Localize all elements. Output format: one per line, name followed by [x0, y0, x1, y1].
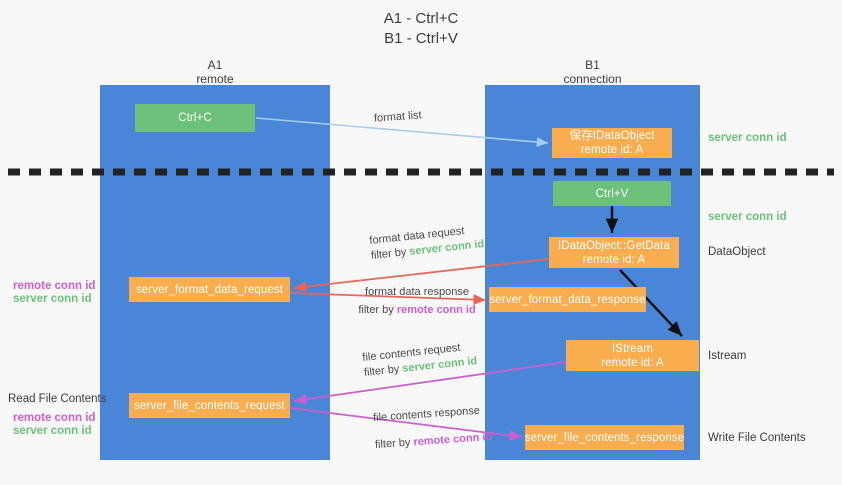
label-write-file-contents: Write File Contents	[708, 432, 806, 444]
arrow-file-contents-request	[293, 361, 567, 405]
label-remote-conn-id-low: remote conn id	[13, 412, 96, 424]
lane-a1-name: A1	[207, 58, 223, 72]
node-istream-line2: remote id: A	[601, 356, 664, 369]
arrow-file-contents-response	[289, 407, 523, 441]
label-server-conn-id-mid: server conn id	[708, 211, 787, 223]
lane-b1-sub: connection	[563, 72, 622, 86]
filter-prefix: filter by	[358, 304, 397, 316]
filter-prefix: filter by	[374, 436, 414, 452]
diagram-title: A1 - Ctrl+C B1 - Ctrl+V	[0, 9, 842, 49]
title-line-1: A1 - Ctrl+C	[383, 10, 459, 27]
label-read-file-contents: Read File Contents	[8, 393, 107, 405]
node-save-idataobject-line1: 保存IDataObject	[569, 130, 655, 142]
node-server-format-data-response-label: server_format_data_response	[489, 293, 646, 306]
node-ctrl-v-label: Ctrl+V	[595, 187, 629, 200]
node-idataobject-getdata[interactable]: IDataObject::GetData remote id: A	[549, 237, 679, 268]
label-istream: Istream	[708, 350, 747, 362]
arrow-format-data-request	[293, 258, 550, 292]
node-server-file-contents-request[interactable]: server_file_contents_request	[129, 393, 290, 418]
node-idataobject-getdata-line2: remote id: A	[582, 253, 646, 266]
label-dataobject: DataObject	[708, 246, 766, 258]
caption-format-data-response-text: format data response	[365, 286, 469, 298]
lane-a1-sub: remote	[196, 72, 234, 86]
node-ctrl-c[interactable]: Ctrl+C	[135, 104, 255, 132]
filter-prefix: filter by	[363, 362, 403, 379]
label-server-conn-id-left-mid: server conn id	[13, 293, 92, 305]
node-ctrl-v[interactable]: Ctrl+V	[553, 181, 671, 206]
node-server-format-data-response[interactable]: server_format_data_response	[489, 287, 646, 312]
node-server-file-contents-request-label: server_file_contents_request	[134, 399, 285, 412]
lane-header-a1: A1 remote	[100, 58, 330, 86]
arrow-format-list	[255, 117, 549, 147]
node-server-format-data-request-label: server_format_data_request	[135, 283, 284, 296]
filter-key-remote-conn-id: remote conn id	[396, 304, 476, 316]
node-idataobject-getdata-line1: IDataObject::GetData	[558, 239, 670, 252]
lane-header-b1: B1 connection	[485, 58, 700, 86]
node-istream-line1: IStream	[612, 342, 653, 355]
node-server-file-contents-response[interactable]: server_file_contents_response	[525, 425, 684, 450]
caption-format-data-response-filter: filter by remote conn id	[334, 300, 500, 318]
caption-format-data-response: format data response filter by remote co…	[334, 285, 500, 318]
node-server-file-contents-response-label: server_file_contents_response	[524, 431, 685, 444]
label-server-conn-id-top: server conn id	[708, 132, 787, 144]
title-line-2: B1 - Ctrl+V	[384, 30, 458, 47]
caption-file-contents-response: file contents response filter by remote …	[373, 403, 493, 453]
filter-prefix: filter by	[370, 245, 410, 262]
arrow-getdata-istream	[619, 269, 683, 337]
node-istream[interactable]: IStream remote id: A	[566, 340, 699, 371]
node-save-idataobject[interactable]: 保存IDataObject remote id: A	[552, 128, 672, 158]
caption-format-list-text: format list	[373, 109, 423, 125]
arrow-format-data-response	[289, 292, 487, 305]
node-save-idataobject-line2: remote id: A	[580, 144, 644, 156]
node-ctrl-c-label: Ctrl+C	[178, 112, 212, 124]
label-remote-conn-id-mid: remote conn id	[13, 280, 96, 292]
lane-b1-name: B1	[585, 58, 600, 72]
label-server-conn-id-low: server conn id	[13, 425, 92, 437]
node-server-format-data-request[interactable]: server_format_data_request	[129, 277, 290, 302]
